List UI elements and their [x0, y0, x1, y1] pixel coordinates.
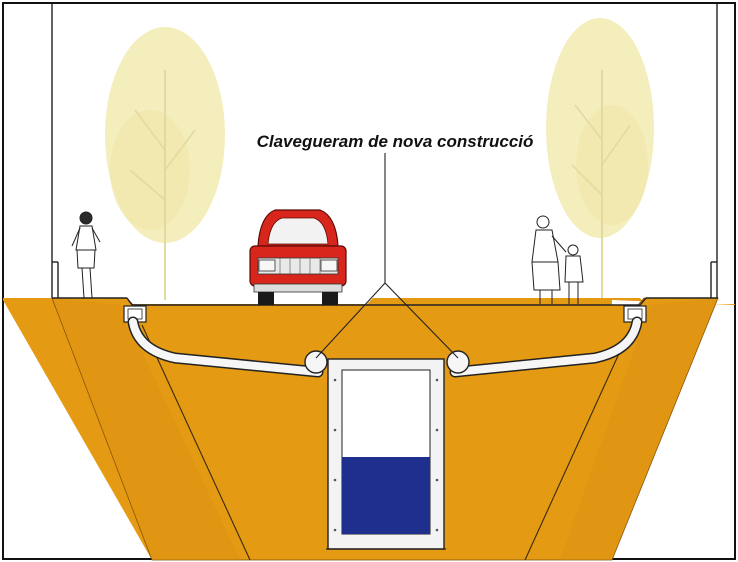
pedestrian-woman-left — [71, 211, 101, 299]
main-sewer-box — [326, 358, 446, 550]
connection-pipe-right-inner — [451, 318, 641, 376]
pipe-section-right — [446, 350, 470, 374]
tree-left — [105, 27, 225, 300]
connection-pipe-left-inner — [129, 318, 322, 376]
building-facade-right — [710, 4, 718, 298]
building-facade-left — [51, 4, 59, 298]
sewer-water-level — [342, 457, 430, 534]
pipe-section-left — [304, 350, 328, 374]
diagram-title: Clavegueram de nova construcció — [257, 132, 534, 151]
excavation-lines — [141, 324, 633, 561]
soil-shadow-right — [560, 298, 718, 560]
soil-shadow-left — [52, 298, 240, 560]
tree-right — [546, 18, 654, 300]
box-bolts — [333, 378, 439, 532]
pedestrian-adult-right — [531, 215, 567, 304]
pedestrian-child-right — [564, 244, 584, 304]
car — [249, 209, 347, 305]
ground-surface — [52, 297, 718, 306]
callout-leader — [315, 153, 459, 359]
